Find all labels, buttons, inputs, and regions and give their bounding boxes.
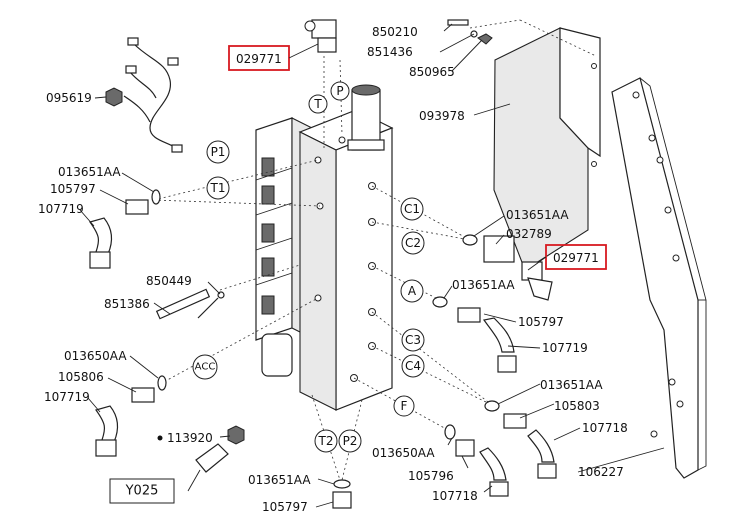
cable-harness bbox=[105, 37, 183, 153]
part-number-top-fitting: 029771 bbox=[236, 52, 282, 66]
svg-text:A: A bbox=[408, 284, 417, 298]
part-number-oring-left-top: 013651AA bbox=[58, 165, 121, 179]
plug-marker-dot bbox=[157, 435, 163, 441]
valve-manifold-body bbox=[255, 84, 394, 411]
part-number-adapter-bottom: 105797 bbox=[262, 500, 308, 514]
part-number-cable-harness: 095619 bbox=[46, 91, 92, 105]
port-label-a: A bbox=[400, 279, 424, 303]
part-number-adapter-bottom-mid: 105796 bbox=[408, 469, 454, 483]
port-label-t-top: T bbox=[308, 94, 328, 114]
left-fittings bbox=[89, 189, 245, 473]
port-label-p1: P1 bbox=[206, 140, 230, 164]
mounting-bracket bbox=[611, 77, 707, 479]
part-number-oring-left-bottom: 013650AA bbox=[64, 349, 127, 363]
svg-text:ACC: ACC bbox=[195, 362, 216, 373]
part-number-cover-plate: 093978 bbox=[419, 109, 465, 123]
port-label-f: F bbox=[393, 395, 415, 417]
part-number-oring-right-mid: 013651AA bbox=[452, 278, 515, 292]
port-label-p2: P2 bbox=[338, 429, 362, 453]
part-number-screw: 850210 bbox=[372, 25, 418, 39]
svg-text:F: F bbox=[401, 399, 408, 413]
part-number-leaders bbox=[79, 23, 665, 508]
part-number-oring-right-lower: 013651AA bbox=[540, 378, 603, 392]
part-number-plug: 113920 bbox=[167, 431, 213, 445]
svg-text:P1: P1 bbox=[211, 145, 226, 159]
part-number-oring-right-upper: 013651AA bbox=[506, 208, 569, 222]
part-number-oring-bottom: 013651AA bbox=[248, 473, 311, 487]
svg-text:P2: P2 bbox=[343, 434, 358, 448]
top-fitting-assembly bbox=[304, 19, 493, 53]
cover-plate bbox=[493, 27, 601, 271]
part-number-adapter-left-bottom: 105806 bbox=[58, 370, 104, 384]
part-number-nut-top: 850965 bbox=[409, 65, 455, 79]
port-label-c3: C3 bbox=[401, 328, 425, 352]
part-number-pin: 850449 bbox=[146, 274, 192, 288]
svg-text:C1: C1 bbox=[404, 202, 420, 216]
port-bubbles: T P P1 T1 C1 C2 A C3 bbox=[192, 81, 425, 453]
part-number-elbow-left-bottom: 107719 bbox=[44, 390, 90, 404]
port-label-c1: C1 bbox=[400, 197, 424, 221]
port-label-acc: ACC bbox=[192, 354, 218, 380]
svg-text:T2: T2 bbox=[318, 434, 334, 448]
part-number-adapter-right-mid: 105797 bbox=[518, 315, 564, 329]
connector-label-box: Y025 bbox=[109, 478, 175, 504]
svg-text:T: T bbox=[313, 97, 322, 111]
svg-text:C2: C2 bbox=[405, 236, 421, 250]
part-number-bracket: 106227 bbox=[578, 465, 624, 479]
part-number-labels: 029771 850210 851436 850965 093978 09561… bbox=[38, 25, 628, 514]
port-label-t2: T2 bbox=[314, 429, 338, 453]
part-number-elbow-right-mid: 107719 bbox=[542, 341, 588, 355]
port-label-t1: T1 bbox=[206, 176, 230, 200]
svg-text:P: P bbox=[336, 84, 343, 98]
part-number-elbow-left-top: 107719 bbox=[38, 202, 84, 216]
part-number-elbow-bottom-mid: 107718 bbox=[432, 489, 478, 503]
part-number-adapter-right-lower: 105803 bbox=[554, 399, 600, 413]
right-fittings bbox=[432, 234, 557, 479]
port-label-c4: C4 bbox=[401, 354, 425, 378]
part-number-bolt: 851386 bbox=[104, 297, 150, 311]
part-number-fitting-right: 029771 bbox=[553, 251, 599, 265]
port-label-c2: C2 bbox=[401, 231, 425, 255]
svg-text:Y025: Y025 bbox=[125, 484, 159, 499]
part-number-washer-top: 851436 bbox=[367, 45, 413, 59]
svg-text:C3: C3 bbox=[405, 333, 421, 347]
svg-text:C4: C4 bbox=[405, 359, 421, 373]
port-label-p-top: P bbox=[330, 81, 350, 101]
svg-text:T1: T1 bbox=[210, 181, 226, 195]
part-number-adapter-right: 032789 bbox=[506, 227, 552, 241]
part-number-oring-bottom-mid: 013650AA bbox=[372, 446, 435, 460]
part-number-adapter-left-top: 105797 bbox=[50, 182, 96, 196]
part-number-elbow-right-lower: 107718 bbox=[582, 421, 628, 435]
